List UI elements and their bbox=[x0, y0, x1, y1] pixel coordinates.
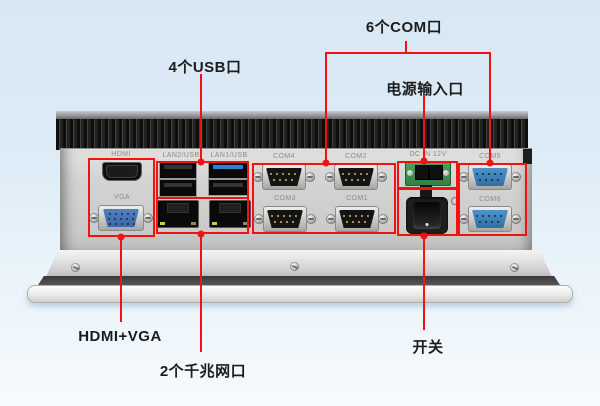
callout-line-usb bbox=[200, 74, 202, 162]
callout-box-usb bbox=[156, 161, 249, 199]
callout-dot bbox=[197, 158, 205, 166]
callout-box-lan bbox=[156, 197, 249, 234]
port-label-com2: COM2 bbox=[345, 153, 367, 160]
usb2-port-2 bbox=[159, 179, 197, 197]
callout-dot bbox=[420, 157, 428, 165]
panel-corner-notch bbox=[523, 149, 532, 164]
port-label-vga: VGA bbox=[114, 194, 130, 201]
flange-screw-left bbox=[71, 263, 80, 272]
callout-line-power-input bbox=[423, 96, 425, 161]
port-label-hdmi: HDMI bbox=[111, 151, 131, 158]
callout-line-com bbox=[405, 41, 407, 54]
label-com-ports: 6个COM口 bbox=[365, 19, 443, 36]
heatsink-fins bbox=[56, 119, 528, 150]
callout-line-hdmi-vga bbox=[120, 237, 122, 322]
callout-box-switch bbox=[397, 188, 458, 236]
label-power-input: 电源输入口 bbox=[386, 81, 464, 98]
callout-dot bbox=[197, 230, 205, 238]
port-label-dc-in: DC IN 12V bbox=[409, 151, 447, 158]
heatsink bbox=[56, 111, 528, 150]
port-label-lan2-usb: LAN2/USB bbox=[162, 152, 200, 159]
port-label-com1: COM1 bbox=[346, 195, 368, 202]
vga-port bbox=[89, 205, 153, 231]
bottom-flange bbox=[46, 250, 552, 277]
callout-dot bbox=[486, 159, 494, 167]
com5-port bbox=[459, 164, 521, 190]
lan1-rj45-port bbox=[209, 200, 251, 228]
flange-screw-right bbox=[510, 263, 519, 272]
callout-bracket-com-left bbox=[325, 52, 327, 164]
screw-ear-icon bbox=[89, 213, 99, 223]
dc-power-terminal bbox=[403, 161, 453, 186]
hdmi-port bbox=[102, 162, 142, 181]
com6-port bbox=[459, 206, 521, 232]
callout-box-com5-6 bbox=[458, 163, 527, 236]
label-usb-ports: 4个USB口 bbox=[168, 59, 242, 76]
callout-box-power bbox=[397, 161, 458, 189]
callout-dot bbox=[420, 232, 428, 240]
callout-line-switch bbox=[423, 236, 425, 330]
display-bezel-edge bbox=[27, 285, 573, 303]
lan2-rj45-port bbox=[157, 200, 199, 228]
callout-dot bbox=[322, 159, 330, 167]
callout-box-com1-4 bbox=[252, 163, 396, 234]
flange-screw-center bbox=[290, 262, 299, 271]
label-lan-ports: 2个千兆网口 bbox=[159, 363, 247, 380]
port-label-com4: COM4 bbox=[273, 153, 295, 160]
label-hdmi-vga: HDMI+VGA bbox=[78, 328, 162, 345]
com4-port bbox=[253, 164, 315, 190]
port-label-lan1-usb: LAN1/USB bbox=[210, 152, 248, 159]
power-switch bbox=[406, 197, 448, 234]
port-label-com6: COM6 bbox=[479, 196, 501, 203]
callout-box-hdmi-vga bbox=[88, 158, 155, 237]
com2-port bbox=[325, 164, 387, 190]
callout-dot bbox=[117, 233, 125, 241]
com1-port bbox=[326, 206, 388, 232]
callout-bracket-com-right bbox=[489, 52, 491, 164]
label-power-switch: 开关 bbox=[412, 339, 444, 356]
heatsink-top-face bbox=[56, 111, 528, 121]
com3-port bbox=[254, 206, 316, 232]
callout-line-lan bbox=[200, 234, 202, 352]
callout-bracket-com bbox=[325, 52, 491, 54]
port-label-com3: COM3 bbox=[274, 195, 296, 202]
screw-ear-icon bbox=[143, 213, 153, 223]
